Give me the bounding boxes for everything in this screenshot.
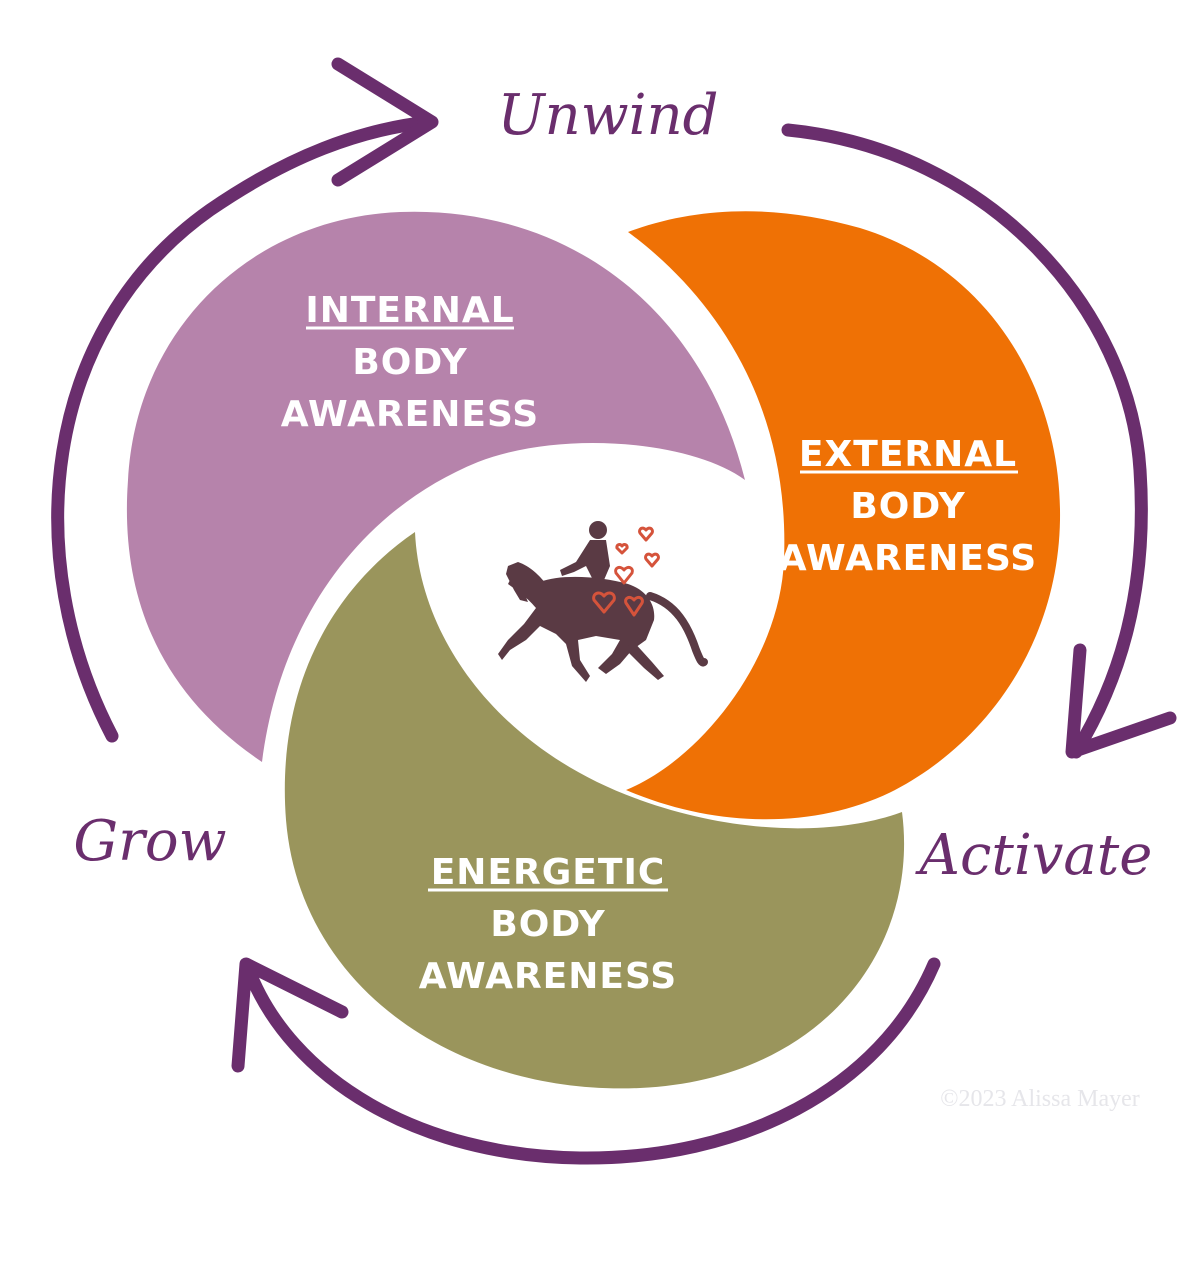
arrowhead-activate-icon — [1065, 643, 1177, 759]
energetic-body-awareness-segment — [284, 532, 905, 1089]
arrowhead-unwind-icon — [331, 57, 439, 187]
external-line3: AWARENESS — [779, 538, 1037, 579]
internal-line3: AWARENESS — [281, 394, 539, 435]
copyright-text: ©2023 Alissa Mayer — [940, 1086, 1140, 1112]
external-body-awareness-segment — [626, 211, 1061, 820]
external-title: EXTERNAL — [799, 434, 1017, 475]
cycle-word-activate: Activate — [915, 823, 1153, 888]
arrowhead-grow-icon — [231, 957, 349, 1073]
internal-line2: BODY — [352, 342, 467, 383]
horse-and-rider-icon — [498, 521, 708, 682]
external-line2: BODY — [850, 486, 965, 527]
energetic-label: ENERGETIC BODY AWARENESS — [419, 852, 677, 997]
external-label: EXTERNAL BODY AWARENESS — [779, 434, 1037, 579]
cycle-arrow-unwind-to-activate — [781, 123, 1148, 759]
energetic-line2: BODY — [490, 904, 605, 945]
cycle-arrow-activate-to-grow — [241, 957, 941, 1165]
energetic-line3: AWARENESS — [419, 956, 677, 997]
internal-body-awareness-segment — [126, 211, 746, 762]
internal-label: INTERNAL BODY AWARENESS — [281, 290, 539, 435]
cycle-word-grow: Grow — [73, 809, 226, 874]
internal-title: INTERNAL — [305, 290, 514, 331]
cycle-arrow-grow-to-unwind — [51, 115, 435, 743]
cycle-word-unwind: Unwind — [497, 83, 718, 148]
hearts-icon — [592, 526, 660, 617]
energetic-title: ENERGETIC — [431, 852, 666, 893]
